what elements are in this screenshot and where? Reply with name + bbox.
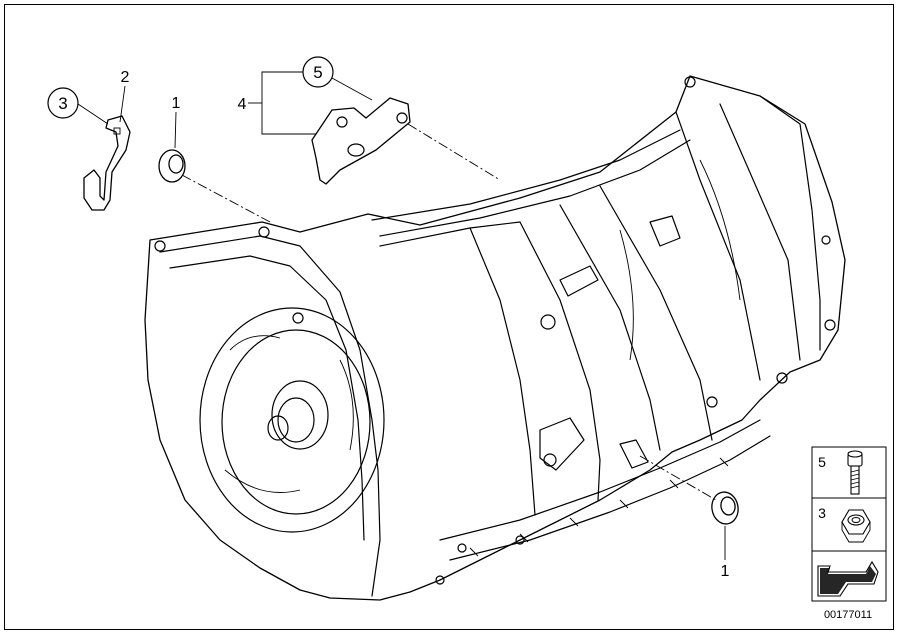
leader-3: [77, 103, 109, 125]
drawing-frame: [4, 4, 894, 630]
legend-label-3: 3: [818, 505, 826, 521]
callout-1-bottom: 1: [721, 563, 730, 580]
seal-ring-bottom[interactable]: [709, 490, 740, 526]
legend-label-5: 5: [818, 454, 826, 470]
centerline-bottom: [639, 455, 717, 501]
bolt-icon: [847, 450, 863, 495]
callout-5-circled: 5: [302, 56, 334, 88]
image-number: 00177011: [824, 609, 872, 621]
svg-text:5: 5: [313, 63, 322, 82]
callout-3-circled: 3: [47, 87, 79, 119]
callout-4: 4: [238, 96, 247, 113]
centerline-top: [181, 174, 271, 223]
holder-part[interactable]: [311, 97, 411, 185]
bracket-part[interactable]: [83, 115, 131, 211]
direction-arrow-icon: [817, 560, 879, 597]
centerline-holder: [407, 123, 501, 181]
legend-box: 5 3: [811, 446, 887, 602]
callout-1-top: 1: [172, 95, 181, 112]
leader-2: [119, 85, 126, 123]
seal-ring-top[interactable]: [158, 149, 186, 183]
callout-2: 2: [121, 69, 130, 86]
leader-5: [331, 77, 373, 101]
svg-text:3: 3: [58, 94, 67, 113]
leader-1-top: [174, 111, 177, 149]
transmission-housing[interactable]: [144, 75, 846, 601]
nut-icon: [841, 509, 871, 543]
